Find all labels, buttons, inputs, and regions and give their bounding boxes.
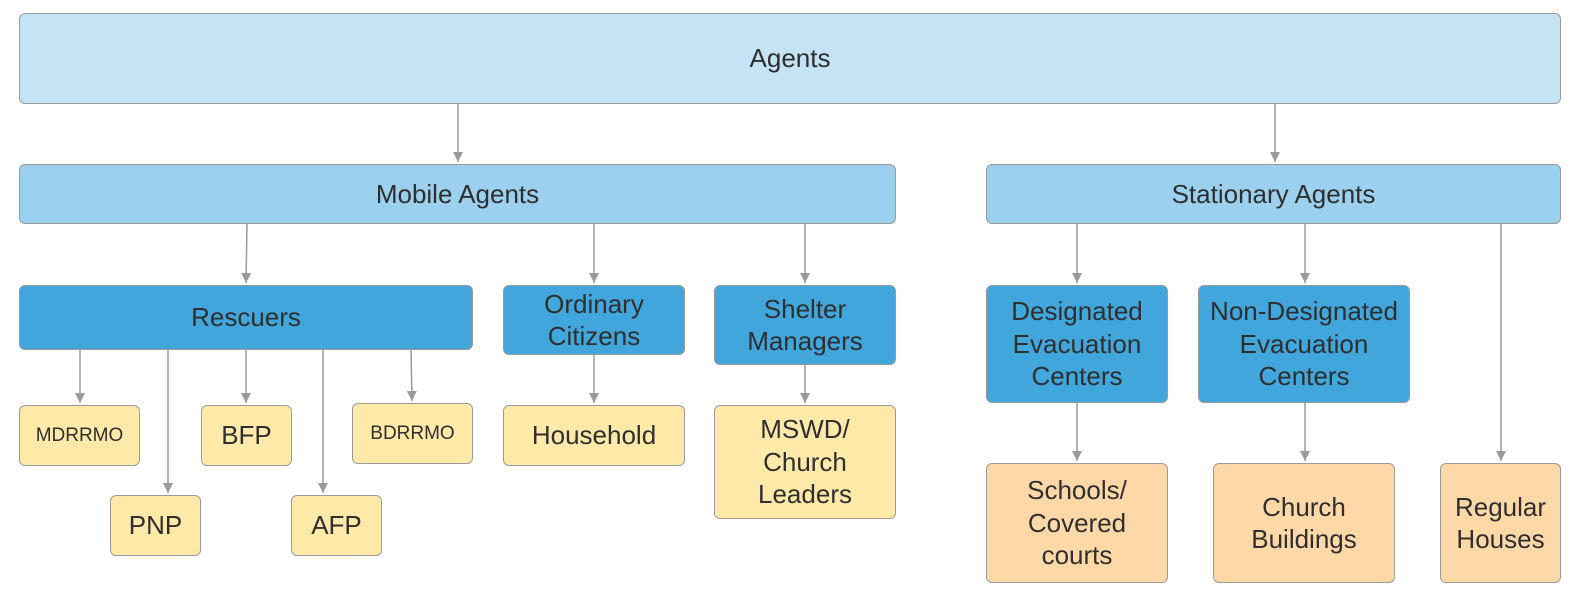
node-mobile-agents: Mobile Agents — [19, 164, 896, 224]
node-mswd-label: MSWD/ Church Leaders — [758, 414, 852, 510]
node-agents-label: Agents — [749, 43, 831, 74]
node-mobile-agents-label: Mobile Agents — [375, 178, 540, 209]
node-agents: Agents — [19, 13, 1561, 104]
node-shelter-managers: Shelter Managers — [714, 285, 896, 365]
edge-mobile-rescuers — [241, 223, 252, 284]
node-ordinary-citizens: Ordinary Citizens — [503, 285, 685, 355]
node-bfp-label: BFP — [221, 420, 272, 451]
node-bfp: BFP — [201, 405, 292, 466]
node-pnp: PNP — [110, 495, 201, 556]
node-pnp-label: PNP — [128, 510, 183, 541]
node-bdrrmo: BDRRMO — [352, 403, 473, 464]
node-rescuers-label: Rescuers — [191, 302, 301, 333]
node-household-label: Household — [531, 420, 657, 451]
node-church-buildings-label: Church Buildings — [1251, 491, 1357, 555]
node-regular-houses-label: Regular Houses — [1454, 491, 1547, 555]
node-non-designated-label: Non-Designated Evacuation Centers — [1210, 296, 1398, 392]
node-ordinary-citizens-label: Ordinary Citizens — [544, 288, 644, 352]
node-mswd-church-leaders: MSWD/ Church Leaders — [714, 405, 896, 519]
node-schools-covered-courts: Schools/ Covered courts — [986, 463, 1168, 583]
node-afp: AFP — [291, 495, 382, 556]
node-mdrrmo-label: MDRRMO — [35, 424, 124, 446]
node-stationary-agents-label: Stationary Agents — [1171, 178, 1376, 209]
node-schools-label: Schools/ Covered courts — [1027, 475, 1127, 571]
node-afp-label: AFP — [311, 510, 362, 541]
node-shelter-managers-label: Shelter Managers — [747, 293, 863, 357]
node-non-designated-evacuation-centers: Non-Designated Evacuation Centers — [1198, 285, 1410, 403]
node-church-buildings: Church Buildings — [1213, 463, 1395, 583]
node-bdrrmo-label: BDRRMO — [370, 422, 455, 444]
node-household: Household — [503, 405, 685, 466]
node-rescuers: Rescuers — [19, 285, 473, 350]
node-designated-evacuation-centers: Designated Evacuation Centers — [986, 285, 1168, 403]
node-mdrrmo: MDRRMO — [19, 405, 140, 466]
node-stationary-agents: Stationary Agents — [986, 164, 1561, 224]
node-designated-label: Designated Evacuation Centers — [1011, 296, 1143, 392]
edge-rescuers-bdrrmo — [406, 349, 417, 402]
node-regular-houses: Regular Houses — [1440, 463, 1561, 583]
